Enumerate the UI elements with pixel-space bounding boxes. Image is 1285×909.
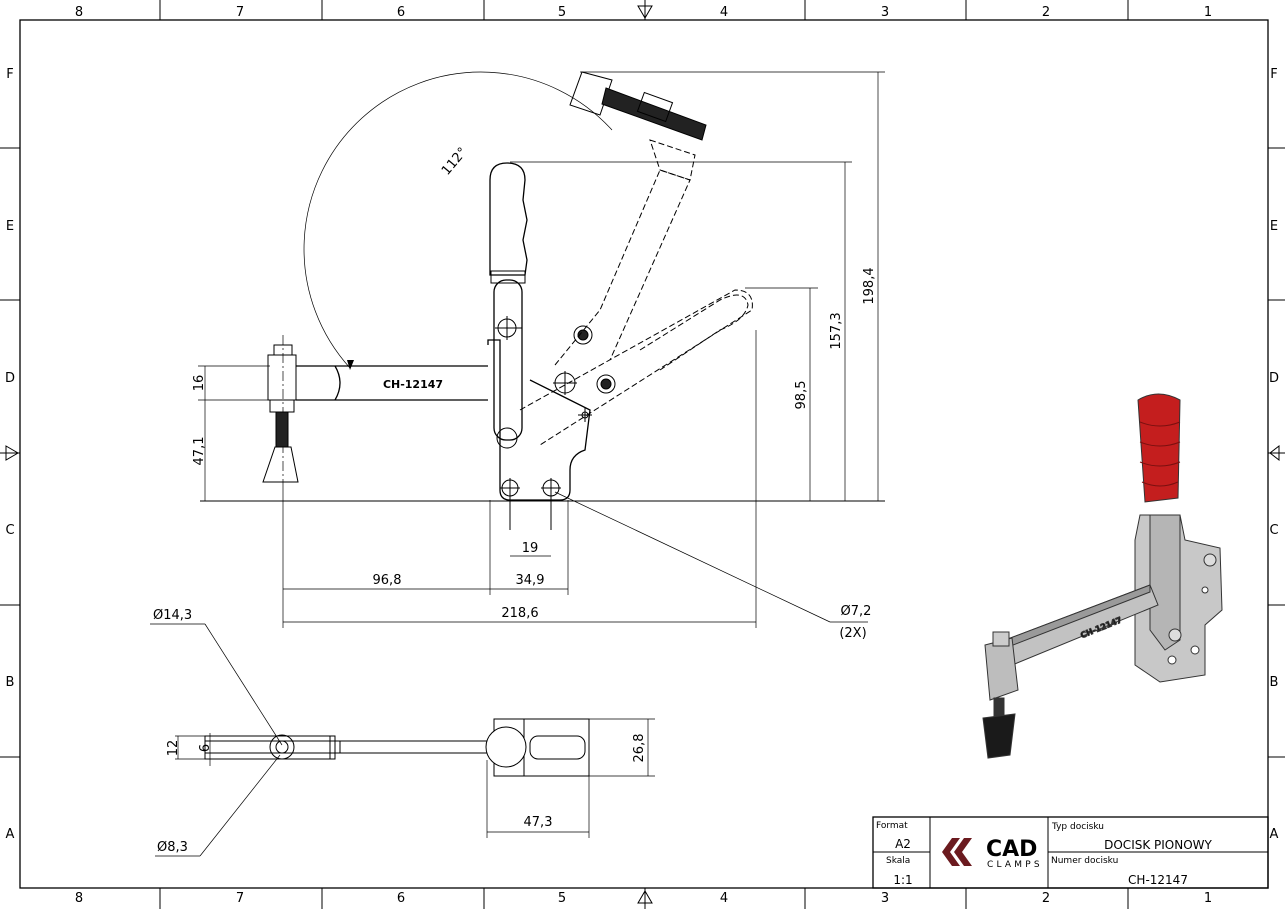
front-view: CH-12147: [192, 71, 885, 641]
row-label: A: [1270, 827, 1279, 842]
pivot-holes: [495, 316, 616, 530]
column-label: 8: [75, 891, 83, 906]
row-label: C: [1269, 523, 1278, 538]
number-value: CH-12147: [1128, 873, 1188, 887]
row-label: C: [5, 523, 14, 538]
angle-arc: [303, 71, 613, 369]
scale-label: Skala: [886, 856, 910, 866]
dim-hole-spacing: 19: [522, 541, 539, 556]
column-label: 3: [881, 5, 889, 20]
dim-slot-outer-diameter: Ø14,3: [153, 608, 192, 623]
dim-slot-inner-diameter: Ø8,3: [157, 840, 188, 855]
dim-base-width: 34,9: [516, 573, 545, 588]
column-label: 6: [397, 5, 405, 20]
scale-value: 1:1: [893, 873, 912, 887]
top-view: 12 6 26,8 47,3 Ø14,3 Ø8,3: [150, 608, 655, 857]
dim-top-base-length: 47,3: [524, 815, 553, 830]
column-label: 3: [881, 891, 889, 906]
handle-angled-phantom: [519, 289, 753, 446]
dim-arm-width: 12: [166, 740, 181, 757]
handle-open-phantom: [554, 71, 707, 366]
row-label: D: [5, 371, 15, 386]
column-label: 5: [558, 891, 566, 906]
column-label: 8: [75, 5, 83, 20]
dim-hole-diameter: Ø7,2: [841, 604, 872, 619]
dim-handle-height: 157,3: [829, 312, 844, 349]
arm-marking: CH-12147: [383, 378, 443, 391]
column-label: 1: [1204, 5, 1212, 20]
row-label: B: [1270, 675, 1279, 690]
row-label: F: [6, 67, 13, 82]
column-label: 7: [236, 5, 244, 20]
row-label: B: [6, 675, 15, 690]
format-value: A2: [895, 837, 911, 851]
dimension-lines: [198, 71, 885, 628]
angle-dimension: 112°: [439, 145, 471, 179]
spindle: [262, 335, 299, 485]
row-label: E: [6, 219, 14, 234]
base-plate: [487, 339, 591, 501]
format-label: Format: [876, 821, 908, 831]
dim-overall-height: 198,4: [862, 267, 877, 304]
column-label: 4: [720, 891, 728, 906]
row-label: F: [1270, 67, 1277, 82]
column-label: 4: [720, 5, 728, 20]
number-label: Numer docisku: [1051, 856, 1118, 866]
dim-top-base-width: 26,8: [632, 734, 647, 763]
type-value: DOCISK PIONOWY: [1104, 838, 1212, 852]
dim-spindle-height: 47,1: [192, 437, 207, 466]
title-block: Format A2 Skala 1:1 CAD CLAMPS Typ docis…: [872, 816, 1269, 889]
dim-closed-handle-height: 98,5: [794, 381, 809, 410]
column-label: 2: [1042, 891, 1050, 906]
handle-closed-vertical: [489, 162, 528, 441]
column-label: 2: [1042, 5, 1050, 20]
dim-overall-length: 218,6: [501, 606, 538, 621]
dim-arm-thickness: 16: [192, 375, 207, 392]
clamp-arm: CH-12147: [296, 365, 488, 401]
row-label: D: [1269, 371, 1279, 386]
column-label: 5: [558, 5, 566, 20]
dim-hole-count: (2X): [839, 626, 866, 641]
cad-clamps-logo: CAD CLAMPS: [942, 837, 1043, 870]
row-label: A: [6, 827, 15, 842]
dim-spindle-to-base: 96,8: [373, 573, 402, 588]
clamp-3d-render: CH-12147: [982, 393, 1223, 759]
column-label: 6: [397, 891, 405, 906]
type-label: Typ docisku: [1051, 822, 1104, 832]
logo-main-text: CAD: [986, 837, 1037, 862]
drawing-frame: [19, 19, 1269, 889]
column-label: 1: [1204, 891, 1212, 906]
logo-sub-text: CLAMPS: [987, 860, 1043, 870]
dim-slot-width: 6: [198, 744, 213, 752]
row-label: E: [1270, 219, 1278, 234]
column-label: 7: [236, 891, 244, 906]
